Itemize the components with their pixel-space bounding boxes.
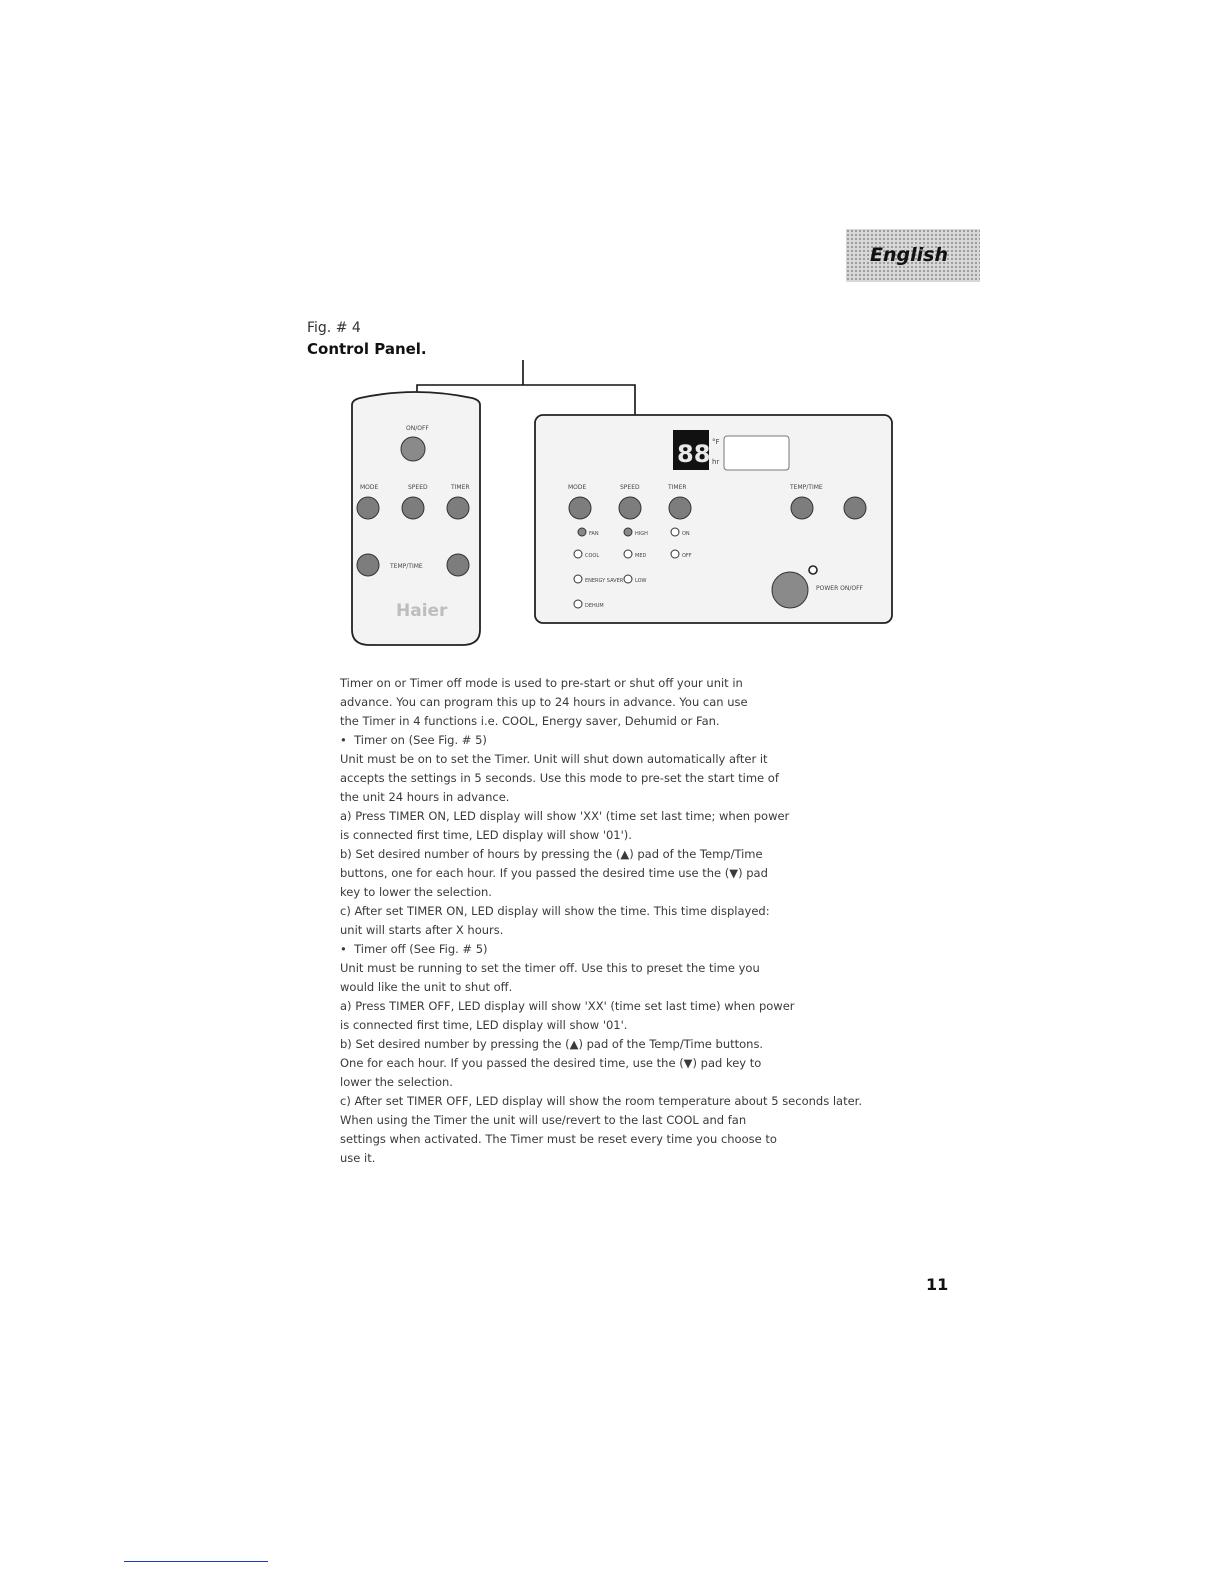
indicator-high: HIGH: [635, 531, 648, 537]
power-led: [808, 565, 818, 575]
text-line: a) Press TIMER OFF, LED display will sho…: [340, 999, 795, 1013]
text-line: When using the Timer the unit will use/r…: [340, 1113, 747, 1127]
led-display-value: 88: [677, 440, 710, 468]
figure-label: Fig. # 4: [307, 320, 361, 336]
remote-temp-up-icon: [356, 553, 380, 577]
text-line: is connected first time, LED display wil…: [340, 1018, 628, 1032]
indicator-fan-lamp: [577, 527, 587, 537]
text-line: lower the selection.: [340, 1075, 453, 1089]
page-number: 11: [926, 1275, 949, 1294]
power-button-icon: [771, 571, 809, 609]
panel-speed-icon: [618, 496, 642, 520]
indicator-low-lamp: [623, 574, 633, 584]
remote-timer-icon: [446, 496, 470, 520]
text-line: would like the unit to shut off.: [340, 980, 513, 994]
unit-hr-label: hr: [712, 458, 719, 466]
language-tab: English: [846, 229, 980, 282]
text-line: the unit 24 hours in advance.: [340, 790, 510, 804]
text-line: One for each hour. If you passed the des…: [340, 1056, 762, 1070]
remote-speed-label: SPEED: [408, 484, 428, 491]
text-line: buttons, one for each hour. If you passe…: [340, 866, 768, 880]
text-line: c) After set TIMER OFF, LED display will…: [340, 1094, 863, 1108]
text-line: advance. You can program this up to 24 h…: [340, 695, 748, 709]
power-label: POWER ON/OFF: [816, 585, 864, 592]
indicator-high-lamp: [623, 527, 633, 537]
remote-mode-label: MODE: [360, 484, 379, 491]
unit-f-label: °F: [712, 438, 720, 446]
remote-temp-down-icon: [446, 553, 470, 577]
indicator-off-lamp: [670, 549, 680, 559]
text-line: a) Press TIMER ON, LED display will show…: [340, 809, 790, 823]
figure-title: Control Panel.: [307, 340, 427, 358]
indicator-on: ON: [682, 531, 690, 537]
remote-on-off-label: ON/OFF: [406, 425, 429, 432]
remote-timer-label: TIMER: [450, 484, 470, 491]
remote-mode-icon: [356, 496, 380, 520]
section-heading: Timer off (See Fig. # 5): [340, 940, 920, 959]
language-tab-label: English: [870, 244, 948, 266]
text-line: Unit must be running to set the timer of…: [340, 961, 760, 975]
text-line: the Timer in 4 functions i.e. COOL, Ener…: [340, 714, 720, 728]
indicator-dehum-lamp: [573, 599, 583, 609]
indicator-cool: COOL: [585, 553, 599, 559]
indicator-off: OFF: [682, 553, 692, 559]
panel-temp-down-icon: [843, 496, 867, 520]
panel-mode-icon: [568, 496, 592, 520]
text-line: Unit must be on to set the Timer. Unit w…: [340, 752, 768, 766]
control-panel-illustration: ON/OFF MODE SPEED TIMER TEMP/TIME Haier …: [351, 360, 893, 646]
text-line: b) Set desired number by pressing the (▲…: [340, 1037, 764, 1051]
indicator-fan: FAN: [589, 531, 599, 537]
remote-brand: Haier: [396, 601, 448, 621]
remote-power-icon: [400, 436, 426, 462]
panel-timer-label: TIMER: [667, 484, 687, 491]
indicator-med: MED: [635, 553, 646, 559]
indicator-on-lamp: [670, 527, 680, 537]
panel-speed-label: SPEED: [620, 484, 640, 491]
panel-timer-icon: [668, 496, 692, 520]
led-display: [673, 430, 709, 470]
panel-temp-time-label: TEMP/TIME: [789, 484, 823, 491]
remote-temp-time-label: TEMP/TIME: [389, 563, 423, 570]
text-line: Timer on or Timer off mode is used to pr…: [340, 676, 743, 690]
panel-temp-up-icon: [790, 496, 814, 520]
footer-rule: [124, 1561, 268, 1562]
text-line: c) After set TIMER ON, LED display will …: [340, 904, 770, 918]
indicator-low: LOW: [635, 578, 647, 584]
text-line: b) Set desired number of hours by pressi…: [340, 847, 763, 861]
text-line: accepts the settings in 5 seconds. Use t…: [340, 771, 779, 785]
timer-instructions: Timer on or Timer off mode is used to pr…: [340, 674, 920, 1168]
text-line: is connected first time, LED display wil…: [340, 828, 632, 842]
indicator-energy-saver-lamp: [573, 574, 583, 584]
text-line: use it.: [340, 1151, 376, 1165]
remote-speed-icon: [401, 496, 425, 520]
section-heading: Timer on (See Fig. # 5): [340, 731, 920, 750]
indicator-dehum: DEHUM: [585, 603, 604, 609]
indicator-cool-lamp: [573, 549, 583, 559]
indicator-med-lamp: [623, 549, 633, 559]
panel-mode-label: MODE: [568, 484, 587, 491]
status-window: [723, 435, 790, 471]
text-line: settings when activated. The Timer must …: [340, 1132, 777, 1146]
text-line: key to lower the selection.: [340, 885, 492, 899]
text-line: unit will starts after X hours.: [340, 923, 504, 937]
remote-control: ON/OFF MODE SPEED TIMER TEMP/TIME Haier: [351, 391, 481, 646]
indicator-energy-saver: ENERGY SAVER: [585, 578, 624, 584]
front-control-panel: 88 °F hr MODE SPEED TIMER TEMP/TIME FAN …: [534, 414, 893, 624]
